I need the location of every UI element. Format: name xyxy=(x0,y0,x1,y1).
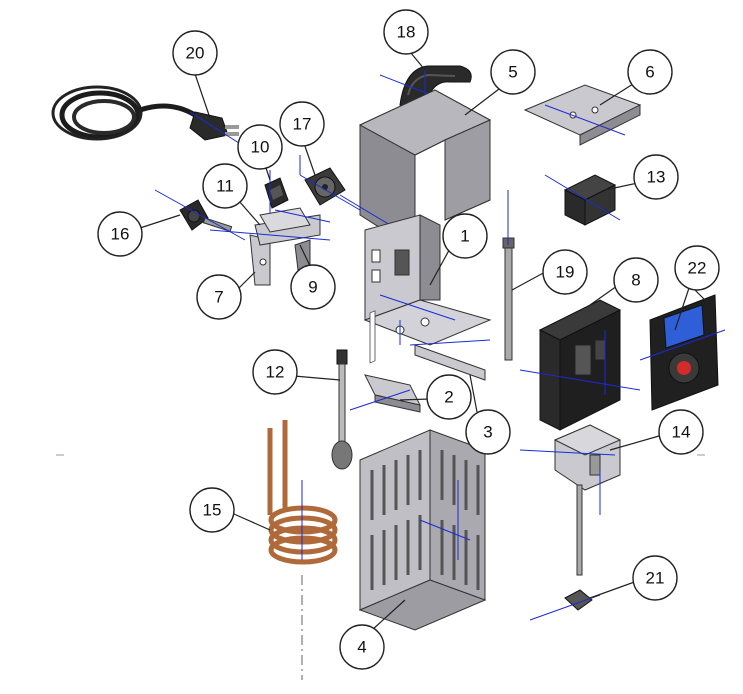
control-bracket-part xyxy=(209,207,331,286)
callout-18: 18 xyxy=(383,9,429,55)
callout-label-12: 12 xyxy=(266,363,285,382)
callout-11: 11 xyxy=(202,163,248,209)
callout-16: 16 xyxy=(97,211,143,257)
callout-22: 22 xyxy=(674,245,720,291)
top-cover-part xyxy=(339,89,492,251)
cooling-fan-part xyxy=(299,155,361,211)
temperature-probe-part xyxy=(502,190,515,361)
callout-label-3: 3 xyxy=(483,423,492,442)
control-knob-part xyxy=(154,189,246,241)
callout-17: 17 xyxy=(279,101,325,147)
callout-label-9: 9 xyxy=(308,278,317,297)
callout-label-4: 4 xyxy=(357,638,366,657)
callout-6: 6 xyxy=(627,49,673,95)
callout-21: 21 xyxy=(632,555,678,601)
callout-label-11: 11 xyxy=(216,177,234,196)
base-chassis-part xyxy=(363,214,492,346)
callout-5: 5 xyxy=(490,49,536,95)
callout-12: 12 xyxy=(252,349,298,395)
float-sensor-part xyxy=(331,349,353,470)
callout-2: 2 xyxy=(426,374,472,420)
callout-label-21: 21 xyxy=(646,569,665,588)
support-rail-part xyxy=(409,339,491,381)
callout-1: 1 xyxy=(442,213,488,259)
callout-10: 10 xyxy=(237,124,283,170)
callout-9: 9 xyxy=(290,264,336,310)
callout-label-17: 17 xyxy=(293,115,312,134)
callout-4: 4 xyxy=(339,624,385,670)
callout-7: 7 xyxy=(196,274,242,320)
callout-label-22: 22 xyxy=(688,259,707,278)
mounting-bracket-part xyxy=(523,84,642,146)
copper-coil-part xyxy=(267,420,338,680)
callout-label-15: 15 xyxy=(203,501,222,520)
callout-label-6: 6 xyxy=(645,63,654,82)
callout-14: 14 xyxy=(658,409,704,455)
callout-label-8: 8 xyxy=(631,271,640,290)
callout-13: 13 xyxy=(633,154,679,200)
callout-label-5: 5 xyxy=(508,63,517,82)
callout-label-14: 14 xyxy=(672,423,691,442)
switch-module-part xyxy=(544,174,621,226)
callout-label-10: 10 xyxy=(251,138,270,157)
callout-label-7: 7 xyxy=(214,288,223,307)
callout-label-20: 20 xyxy=(186,44,205,63)
power-cord-part xyxy=(51,85,251,151)
display-panel-part xyxy=(639,294,726,411)
callout-8: 8 xyxy=(613,257,659,303)
pump-motor-part xyxy=(519,424,622,576)
callout-3: 3 xyxy=(465,409,511,455)
small-bracket-part xyxy=(349,374,421,413)
callout-label-16: 16 xyxy=(111,225,130,244)
callout-label-19: 19 xyxy=(556,263,575,282)
callout-20: 20 xyxy=(172,30,218,76)
callout-label-18: 18 xyxy=(397,23,416,42)
controller-housing-part xyxy=(519,299,641,431)
callout-19: 19 xyxy=(542,249,588,295)
impeller-part xyxy=(529,589,601,621)
callout-label-2: 2 xyxy=(444,388,453,407)
callout-label-1: 1 xyxy=(460,227,469,246)
callout-15: 15 xyxy=(189,487,235,533)
callout-label-13: 13 xyxy=(647,168,666,187)
basket-part xyxy=(358,310,487,631)
